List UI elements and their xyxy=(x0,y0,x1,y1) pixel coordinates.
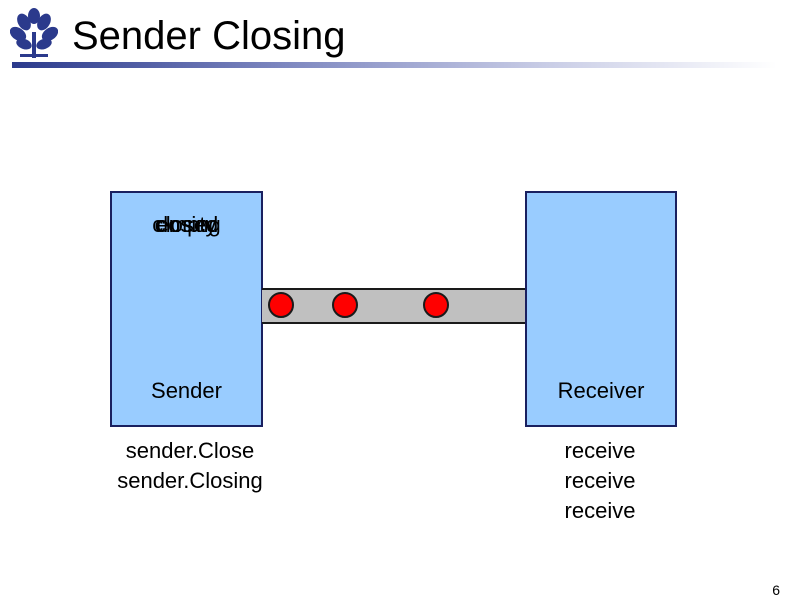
receiver-call-1: receive xyxy=(564,438,636,463)
sender-call-closing: sender.Closing xyxy=(117,468,263,493)
slide-title: Sender Closing xyxy=(72,14,346,58)
sender-calls: sender.Close sender.Closing xyxy=(90,436,290,496)
message-token-1 xyxy=(268,292,294,318)
sender-status-closing: closing xyxy=(152,212,221,237)
receiver-calls: receive receive receive xyxy=(520,436,680,526)
receiver-box: Receiver xyxy=(525,191,677,427)
message-token-3 xyxy=(423,292,449,318)
sender-status-overlay: empty closed closing xyxy=(112,211,261,241)
receiver-call-3: receive xyxy=(564,498,636,523)
sender-status-empty: empty xyxy=(156,212,217,237)
message-channel xyxy=(262,288,526,324)
sender-box: empty closed closing Sender xyxy=(110,191,263,427)
university-logo-icon xyxy=(10,8,58,58)
sender-call-close: sender.Close xyxy=(125,438,255,463)
title-underline xyxy=(12,62,777,68)
message-token-2 xyxy=(332,292,358,318)
sender-status-closed: closed xyxy=(154,212,219,237)
sender-label: Sender xyxy=(151,378,222,403)
page-number: 6 xyxy=(772,582,780,598)
receiver-call-2: receive xyxy=(564,468,636,493)
receiver-label: Receiver xyxy=(557,378,645,403)
